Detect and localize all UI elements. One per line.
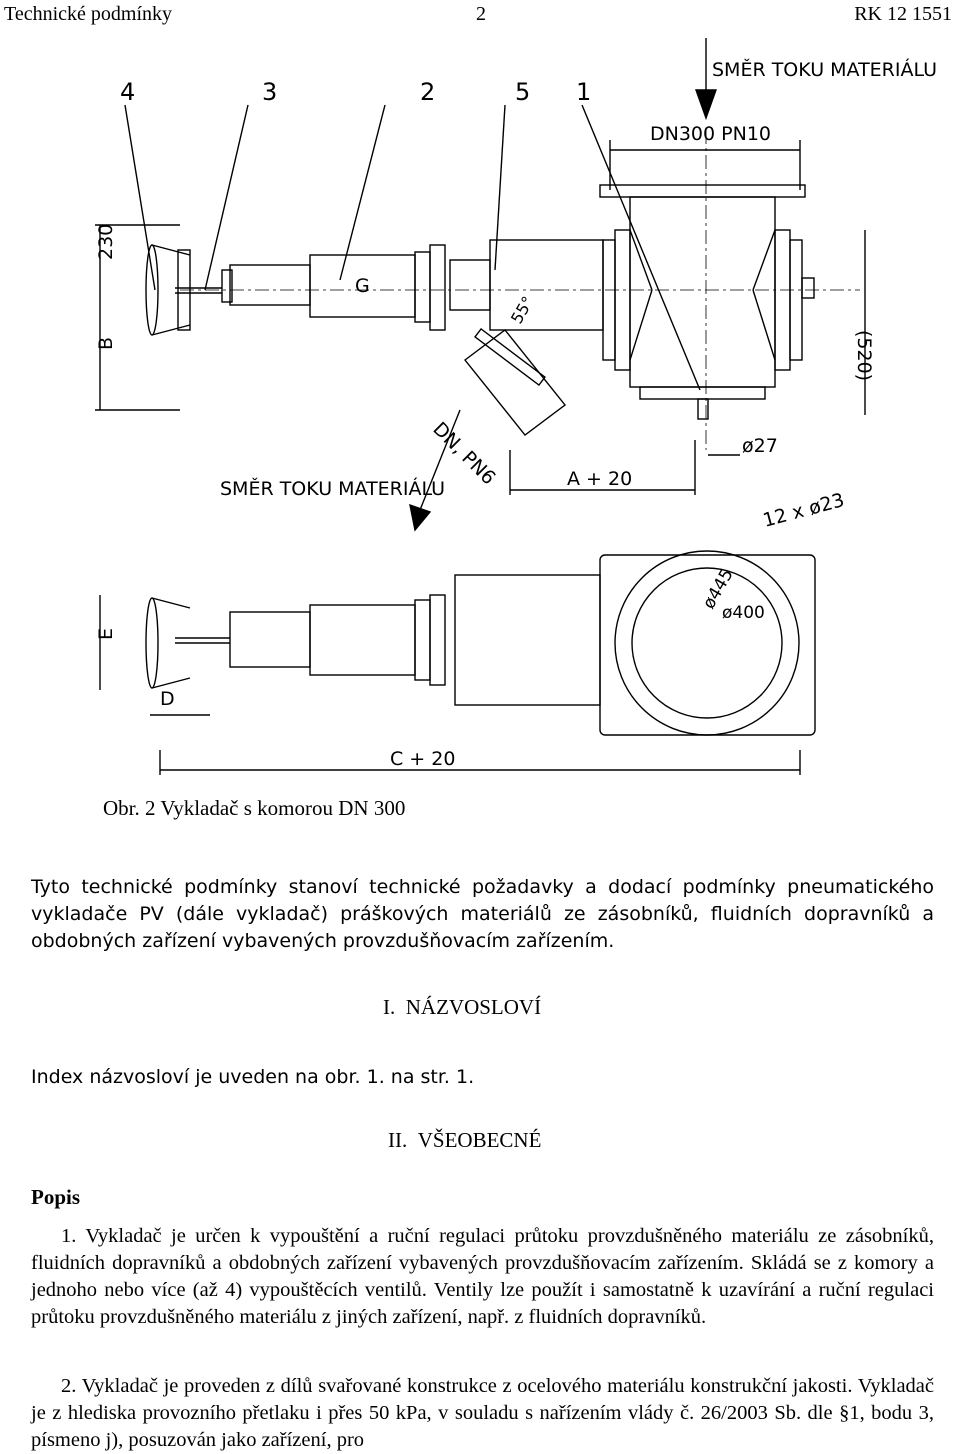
dn300-label: DN300 PN10 — [650, 123, 771, 145]
angle-55: 55° — [507, 293, 538, 327]
dim-d27: ø27 — [742, 435, 778, 457]
position-3: 3 — [262, 78, 277, 106]
intro-paragraph: Tyto technické podmínky stanoví technick… — [31, 876, 934, 952]
section-1-heading: I. NÁZVOSLOVÍ — [383, 995, 541, 1020]
section-2-heading: II. VŠEOBECNÉ — [388, 1128, 541, 1153]
item-1-paragraph: 1. Vykladač je určen k vypouštění a ručn… — [31, 1225, 934, 1328]
dim-e: E — [95, 628, 117, 640]
header-page-number: 2 — [476, 3, 486, 25]
technical-drawing: SMĚR TOKU MATERIÁLU DN300 PN10 4 3 2 5 1… — [95, 38, 937, 775]
position-2: 2 — [420, 78, 435, 106]
position-5: 5 — [515, 78, 530, 106]
section-1-title: NÁZVOSLOVÍ — [405, 995, 542, 1019]
position-1: 1 — [576, 78, 591, 106]
flow-direction-label-bottom: SMĚR TOKU MATERIÁLU — [220, 477, 445, 500]
position-4: 4 — [120, 78, 135, 106]
section-2-number: II. — [388, 1128, 408, 1152]
dim-12x23: 12 x ø23 — [761, 489, 847, 532]
section-1-number: I. — [383, 995, 396, 1019]
dim-a-plus-20: A + 20 — [567, 468, 632, 490]
popis-heading: Popis — [31, 1185, 81, 1209]
flow-direction-label-top: SMĚR TOKU MATERIÁLU — [712, 58, 937, 81]
figure-caption: Obr. 2 Vykladač s komorou DN 300 — [103, 796, 406, 820]
header-document-title: Technické podmínky — [4, 3, 172, 25]
dim-b: B — [95, 337, 117, 350]
header-document-code: RK 12 1551 — [854, 3, 952, 25]
label-g: G — [355, 275, 370, 297]
dim-520: (520) — [853, 330, 875, 381]
dim-230: 230 — [95, 224, 117, 260]
dim-d: D — [160, 688, 175, 710]
section-2-title: VŠEOBECNÉ — [417, 1128, 542, 1152]
index-paragraph: Index názvosloví je uveden na obr. 1. na… — [31, 1066, 475, 1088]
dim-400: ø400 — [722, 603, 765, 623]
item-2-paragraph: 2. Vykladač je proveden z dílů svařované… — [31, 1375, 934, 1451]
dim-c-plus-20: C + 20 — [390, 748, 455, 770]
